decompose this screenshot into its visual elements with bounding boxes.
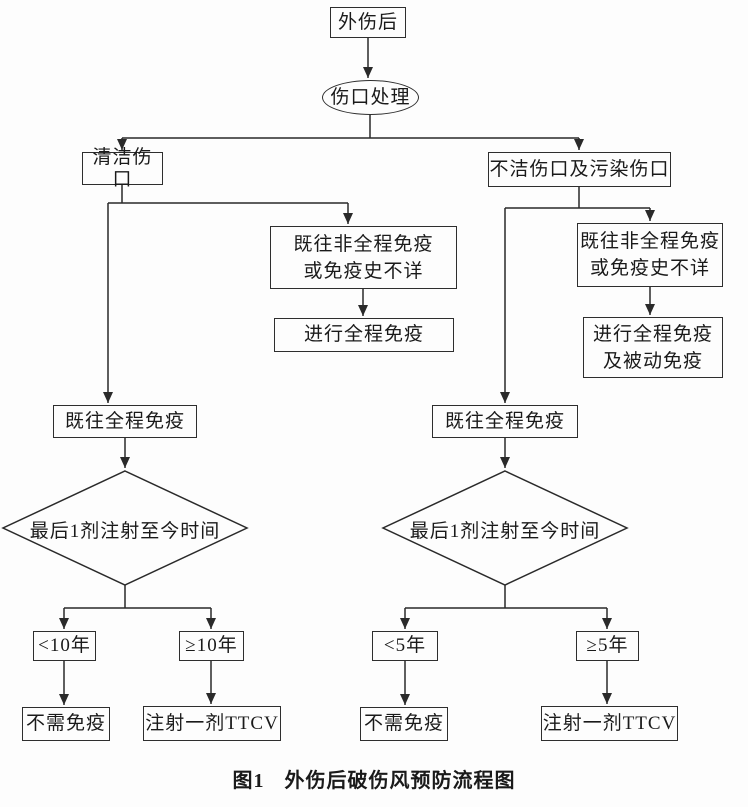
- left-decision-label: 最后1剂注射至今时间: [29, 521, 221, 542]
- node-trauma: 外伤后: [330, 7, 406, 38]
- figure-caption: 图1 外伤后破伤风预防流程图: [0, 764, 748, 793]
- node-text-line: 既往非全程免疫: [293, 233, 434, 255]
- node-text-line: 或免疫史不详: [589, 258, 710, 279]
- figure-title: 外伤后破伤风预防流程图: [284, 770, 516, 792]
- node-less-than-10-years: <10年: [33, 631, 96, 661]
- node-less-than-5-years: <5年: [372, 631, 438, 661]
- node-right-previous-full-immunization: 既往全程免疫: [432, 405, 578, 438]
- node-left-no-immunization-needed: 不需免疫: [22, 707, 110, 741]
- node-text-line: 进行全程免疫: [592, 323, 713, 345]
- node-wound-treatment: 伤口处理: [322, 80, 419, 115]
- node-clean-wound: 清洁伤口: [82, 147, 163, 190]
- node-right-inject-one-ttcv: 注射一剂TTCV: [541, 706, 678, 741]
- node-left-previous-full-immunization: 既往全程免疫: [53, 405, 197, 438]
- node-5-years-or-more: ≥5年: [576, 631, 639, 661]
- node-10-years-or-more: ≥10年: [179, 631, 244, 661]
- node-right-no-immunization-needed: 不需免疫: [360, 707, 448, 741]
- right-decision-diamond: [381, 470, 629, 586]
- node-left-non-full-immunization: 既往非全程免疫 或免疫史不详: [270, 226, 457, 289]
- figure-number: 图1: [232, 770, 265, 792]
- right-decision-label: 最后1剂注射至今时间: [409, 521, 601, 542]
- node-text-line: 既往非全程免疫: [579, 231, 720, 252]
- node-dirty-contaminated-wound: 不洁伤口及污染伤口: [488, 152, 671, 187]
- node-text-line: 及被动免疫: [602, 350, 703, 372]
- node-text-line: 或免疫史不详: [303, 260, 424, 282]
- node-left-inject-one-ttcv: 注射一剂TTCV: [143, 706, 281, 741]
- node-right-full-plus-passive-action: 进行全程免疫 及被动免疫: [583, 317, 723, 378]
- node-left-full-immunization-action: 进行全程免疫: [274, 318, 454, 352]
- node-right-non-full-immunization: 既往非全程免疫 或免疫史不详: [577, 223, 723, 287]
- left-decision-diamond: [1, 470, 249, 586]
